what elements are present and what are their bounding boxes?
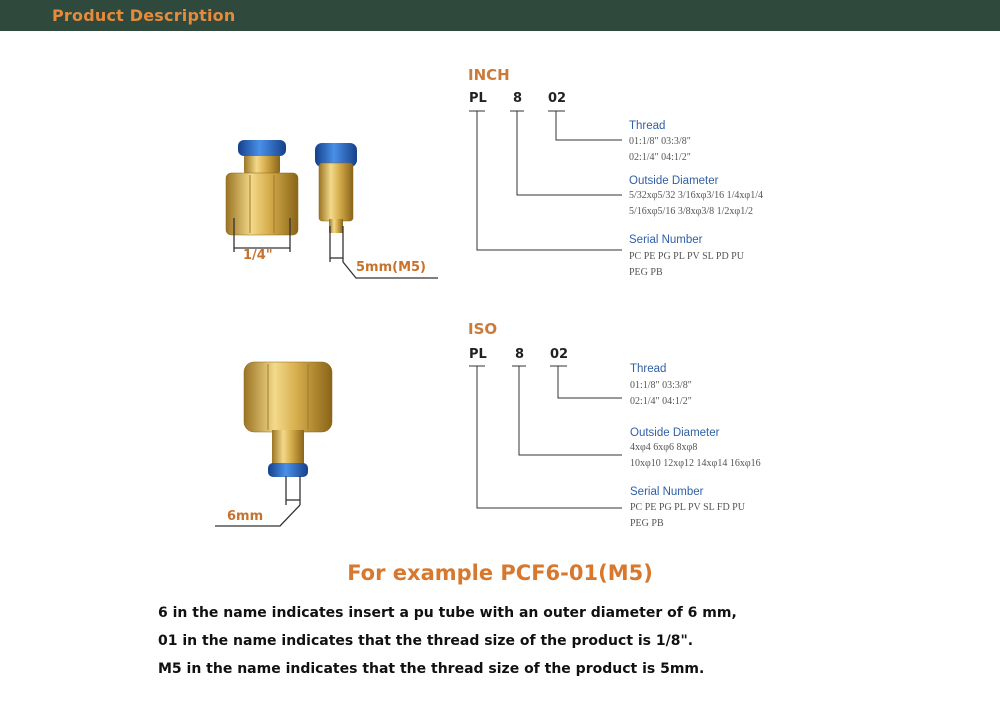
- iso-code-diameter: 8: [515, 347, 525, 362]
- dimension-quarter-inch: 1/4": [243, 248, 273, 263]
- iso-thread-line: 02:1/4" 04:1/2": [630, 396, 692, 407]
- page-title: Product Description: [52, 6, 236, 25]
- fitting-m5: [315, 143, 438, 279]
- example-title: For example PCF6-01(M5): [347, 561, 653, 585]
- iso-section-title: ISO: [468, 320, 498, 338]
- inch-outside-line: 5/16xφ5/16 3/8xφ3/8 1/2xφ1/2: [629, 206, 753, 217]
- dimension-6mm: 6mm: [227, 509, 264, 524]
- iso-outside-title: Outside Diameter: [630, 427, 720, 439]
- fitting-6mm: [215, 361, 333, 527]
- inch-code-diameter: 8: [513, 91, 523, 106]
- inch-code-thread: 02: [548, 91, 567, 106]
- inch-section-title: INCH: [468, 66, 510, 84]
- dimension-m5: 5mm(M5): [356, 260, 427, 275]
- header-bar: Product Description: [0, 0, 1000, 31]
- inch-serial-line: PC PE PG PL PV SL PD PU: [629, 251, 744, 262]
- inch-thread-title: Thread: [629, 120, 666, 132]
- iso-thread-line: 01:1/8" 03:3/8": [630, 380, 692, 391]
- iso-serial-line: PEG PB: [630, 518, 664, 529]
- iso-outside-line: 4xφ4 6xφ6 8xφ8: [630, 442, 698, 453]
- iso-code-thread: 02: [550, 347, 569, 362]
- inch-serial-title: Serial Number: [629, 234, 703, 246]
- inch-connector-lines: [469, 110, 622, 251]
- example-line: M5 in the name indicates that the thread…: [158, 661, 705, 677]
- inch-outside-title: Outside Diameter: [629, 175, 719, 187]
- fitting-quarter-inch: [225, 140, 299, 252]
- inch-thread-line: 02:1/4" 04:1/2": [629, 152, 691, 163]
- iso-serial-title: Serial Number: [630, 486, 704, 498]
- example-line: 01 in the name indicates that the thread…: [158, 633, 694, 649]
- inch-code-series: PL: [469, 91, 487, 106]
- iso-connector-lines: [469, 365, 622, 509]
- iso-outside-line: 10xφ10 12xφ12 14xφ14 16xφ16: [630, 458, 761, 469]
- example-line: 6 in the name indicates insert a pu tube…: [158, 605, 737, 621]
- iso-code-series: PL: [469, 347, 487, 362]
- inch-serial-line: PEG PB: [629, 267, 663, 278]
- inch-thread-line: 01:1/8" 03:3/8": [629, 136, 691, 147]
- inch-outside-line: 5/32xφ5/32 3/16xφ3/16 1/4xφ1/4: [629, 190, 763, 201]
- iso-serial-line: PC PE PG PL PV SL FD PU: [630, 502, 745, 513]
- iso-thread-title: Thread: [630, 363, 667, 375]
